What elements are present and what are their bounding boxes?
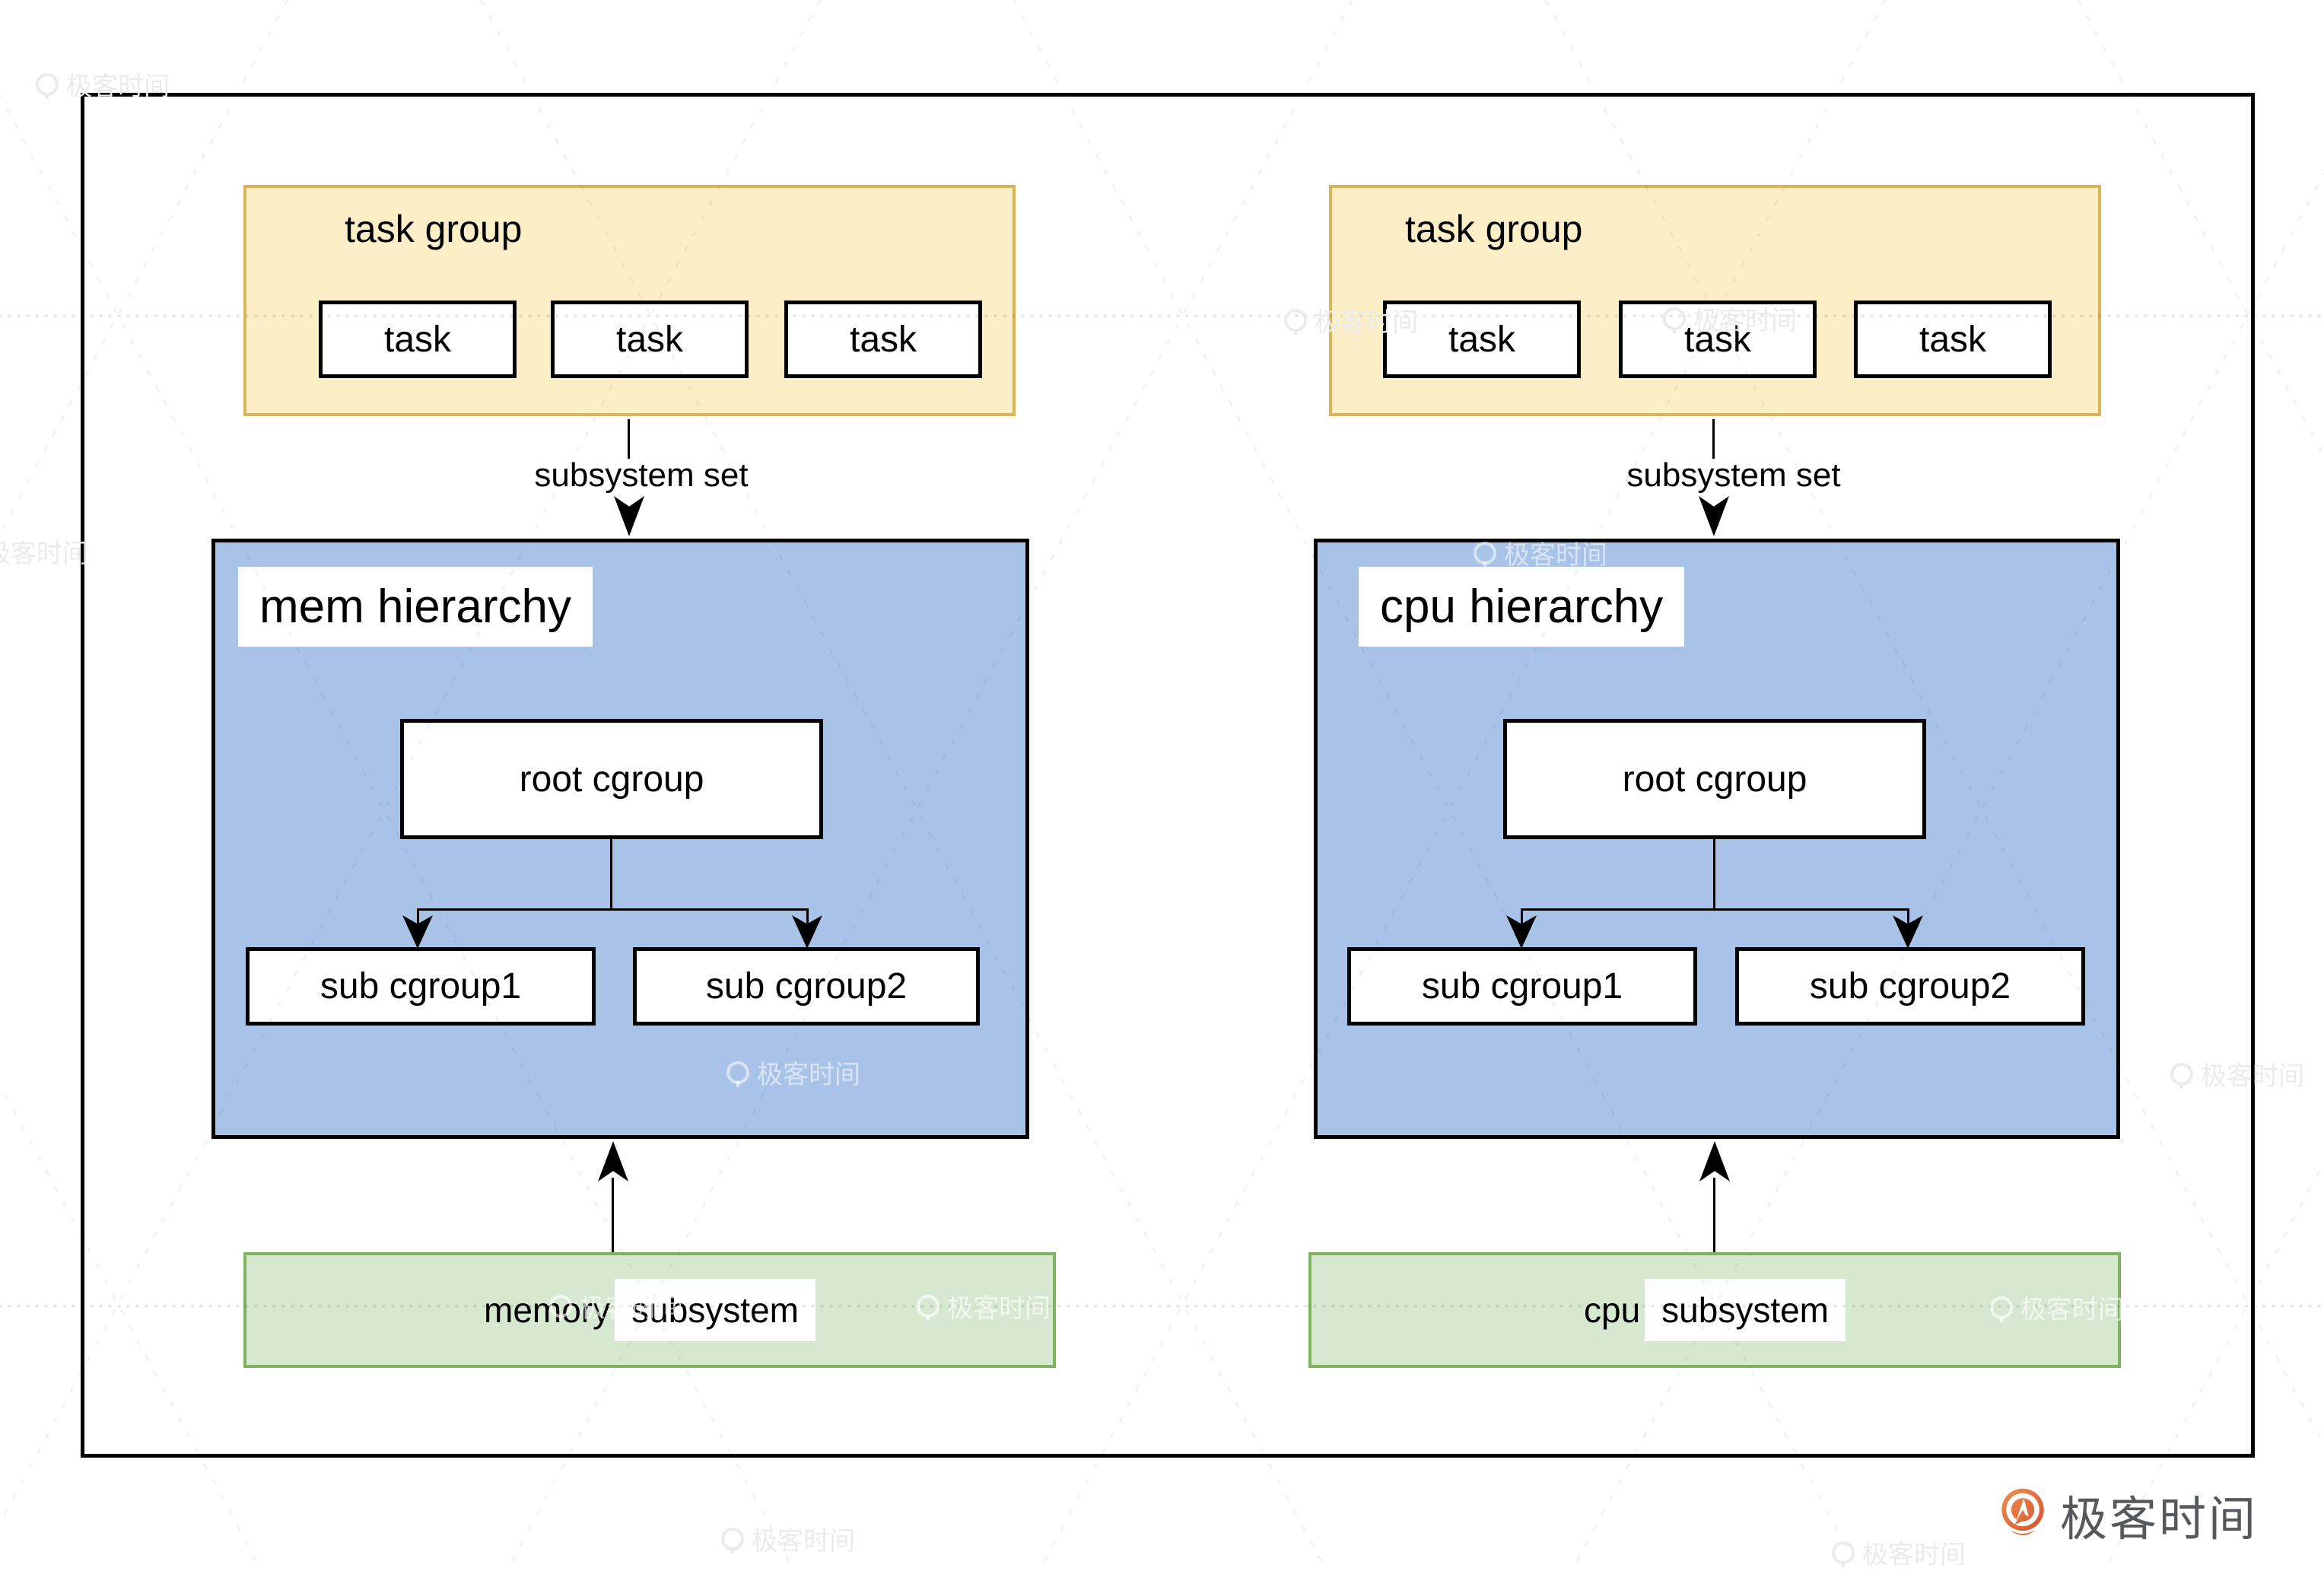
task-group-label-left: task group <box>345 208 523 250</box>
watermark: 极客时间 <box>0 533 88 570</box>
watermark: 极客时间 <box>1832 1534 1966 1571</box>
sub-cgroup1-box: sub cgroup1 <box>1347 947 1697 1026</box>
tree-line <box>1713 837 1715 911</box>
subsystem-word: memory <box>484 1290 611 1330</box>
tree-line <box>1521 908 1523 924</box>
task-box: task <box>551 301 749 378</box>
subsystem-word: cpu <box>1583 1290 1641 1330</box>
tree-line <box>1521 908 1909 911</box>
sub-cgroup2-box: sub cgroup2 <box>633 947 980 1026</box>
sub-cgroup1-box: sub cgroup1 <box>246 947 596 1026</box>
geektime-logo: 极客时间 <box>1998 1480 2258 1549</box>
watermark-text: 极客时间 <box>1862 1541 1966 1569</box>
geektime-logo-text: 极客时间 <box>2060 1493 2259 1546</box>
tree-line <box>417 908 419 924</box>
connector-line <box>612 1178 614 1252</box>
subsystem-word-highlight: subsystem <box>615 1279 815 1341</box>
tree-line <box>1907 908 1909 924</box>
subsystem-set-label-left: subsystem set <box>534 456 749 494</box>
cpu-hierarchy-title: cpu hierarchy <box>1359 567 1685 647</box>
watermark: 极客时间 <box>721 1520 855 1557</box>
watermark-text: 极客时间 <box>752 1527 855 1556</box>
root-cgroup-box: root cgroup <box>400 719 823 839</box>
sub-cgroup2-box: sub cgroup2 <box>1735 947 2085 1026</box>
cpu-subsystem-box: cpu subsystem <box>1308 1252 2121 1368</box>
geektime-logo-icon <box>2001 1488 2044 1536</box>
task-box: task <box>784 301 982 378</box>
connector-line <box>1712 419 1715 459</box>
subsystem-word-highlight: subsystem <box>1645 1279 1846 1341</box>
watermark-logo-icon <box>721 1527 744 1554</box>
tree-line <box>418 908 809 911</box>
watermark-logo-icon <box>36 72 59 99</box>
connector-line <box>628 419 630 459</box>
subsystem-set-label-right: subsystem set <box>1626 456 1841 494</box>
task-box: task <box>1619 301 1817 378</box>
memory-subsystem-box: memory subsystem <box>243 1252 1056 1368</box>
task-box: task <box>1383 301 1581 378</box>
tree-line <box>806 908 809 924</box>
watermark-text: 极客时间 <box>0 539 88 568</box>
tree-line <box>610 837 612 911</box>
task-box: task <box>1854 301 2052 378</box>
watermark-logo-icon <box>1832 1541 1855 1567</box>
task-box: task <box>319 301 517 378</box>
mem-hierarchy-title: mem hierarchy <box>238 567 593 647</box>
diagram-frame <box>81 93 2255 1458</box>
task-group-label-right: task group <box>1405 208 1583 250</box>
connector-line <box>1713 1178 1715 1252</box>
root-cgroup-box: root cgroup <box>1503 719 1926 839</box>
